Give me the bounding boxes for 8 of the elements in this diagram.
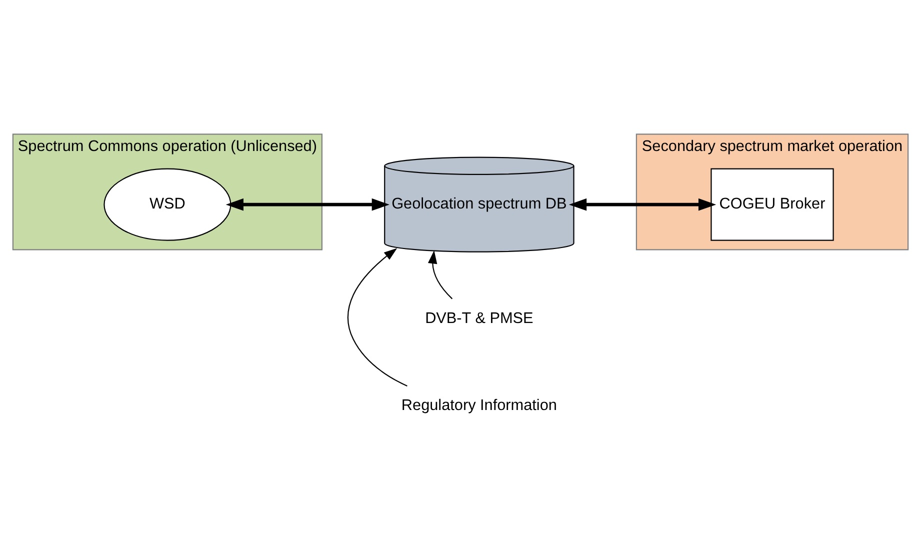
arrow — [347, 248, 408, 386]
node-text: DVB-T & PMSE — [425, 310, 534, 327]
arrow — [428, 250, 453, 299]
node-text: Regulatory Information — [401, 396, 557, 414]
node-ellipse: WSD — [104, 168, 232, 240]
node-box: COGEU Broker — [710, 168, 834, 240]
arrow — [226, 198, 390, 210]
arrow — [568, 198, 716, 210]
